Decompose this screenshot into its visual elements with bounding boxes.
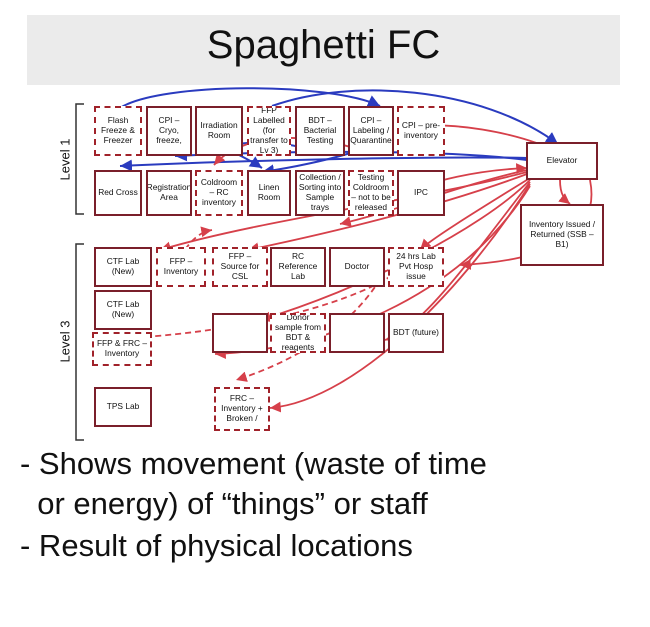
blue-arrow <box>119 156 528 172</box>
box-cpi-cryo: CPI – Cryo, freeze, <box>146 106 192 156</box>
box-registration: Registration Area <box>146 170 192 216</box>
bullet-1: - Shows movement (waste of time <box>20 446 487 481</box>
box-donor-sample: Donor sample from BDT & reagents <box>270 313 326 353</box>
red-arrow <box>558 179 571 205</box>
box-empty-1 <box>212 313 268 353</box>
red-arrow <box>247 173 528 254</box>
box-bdt-bacterial: BDT – Bacterial Testing <box>295 106 345 156</box>
box-inventory-issued: Inventory Issued / Returned (SSB – B1) <box>520 204 604 266</box>
box-testing-coldroom: Testing Coldroom – not to be released <box>348 170 394 216</box>
box-ffp-inventory: FFP – Inventory <box>156 247 206 287</box>
box-tps-lab: TPS Lab <box>94 387 152 427</box>
box-ffp-labelled: FFP Labelled (for transfer to Lv 3) <box>247 106 291 156</box>
box-linen-room: Linen Room <box>247 170 291 216</box>
box-collection-sorting: Collection / Sorting into Sample trays <box>295 170 345 216</box>
level3-bracket <box>75 243 84 441</box>
box-irradiation: Irradiation Room <box>195 106 243 156</box>
box-flash-freeze: Flash Freeze & Freezer <box>94 106 142 156</box>
box-doctor: Doctor <box>329 247 385 287</box>
box-bdt-future: BDT (future) <box>388 313 444 353</box>
level3-label: Level 3 <box>57 320 73 363</box>
blue-arrow <box>119 87 381 109</box>
box-ffp-frc-inventory: FFP & FRC – Inventory <box>92 332 152 366</box>
level1-label: Level 1 <box>57 138 73 181</box>
bullet-2: or energy) of “things” or staff <box>20 486 428 521</box>
bullet-3: - Result of physical locations <box>20 528 413 563</box>
box-frc-inventory: FRC – Inventory + Broken / <box>214 387 270 431</box>
box-red-cross: Red Cross <box>94 170 142 216</box>
blue-arrow <box>271 89 559 145</box>
box-ffp-source-csl: FFP – Source for CSL <box>212 247 268 287</box>
box-empty-2 <box>329 313 385 353</box>
box-coldroom-rc: Coldroom – RC inventory <box>195 170 243 216</box>
box-elevator: Elevator <box>526 142 598 180</box>
box-24hrs-lab: 24 hrs Lab Pvt Hosp issue <box>388 247 444 287</box>
red-arrow <box>419 177 531 251</box>
level1-bracket <box>75 103 84 215</box>
box-ctf-lab-new-2: CTF Lab (New) <box>94 290 152 330</box>
box-rc-reference-lab: RC Reference Lab <box>270 247 326 287</box>
page-title: Spaghetti FC <box>206 23 441 67</box>
box-ipc: IPC <box>397 170 445 216</box>
box-cpi-pre-inventory: CPI – pre-inventory <box>397 106 445 156</box>
title-banner: Spaghetti FC <box>27 15 620 85</box>
box-ctf-lab-new: CTF Lab (New) <box>94 247 152 287</box>
red-arrow <box>269 183 531 413</box>
box-cpi-labeling: CPI – Labeling / Quarantine <box>348 106 394 156</box>
